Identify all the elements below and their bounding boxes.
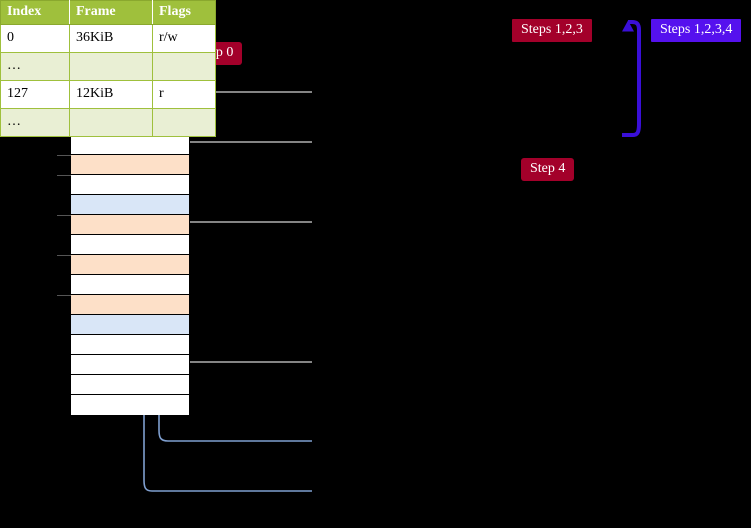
memory-row-tick (57, 295, 71, 296)
table-row[interactable]: 0 36KiB r/w (0, 24, 216, 53)
memory-frame-row (71, 235, 189, 255)
column-header-frame: Frame (69, 0, 153, 25)
wire-l2-row511 (170, 311, 312, 363)
badge-steps-1234: Steps 1,2,3,4 (651, 19, 742, 42)
badge-step-4: Step 4 (521, 158, 575, 181)
memory-frame-row (57, 155, 189, 175)
cell-text: 127 (7, 86, 28, 101)
table-cell: r (152, 80, 216, 109)
column-header-index: Index (0, 0, 70, 25)
memory-frame-row (57, 295, 189, 315)
table-cell: … (0, 52, 70, 81)
table-cell: r/w (152, 24, 216, 53)
memory-frame-row (71, 395, 189, 415)
table-cell: 0 (0, 24, 70, 53)
memory-row-tick (57, 255, 71, 256)
wire-l1-row0 (175, 221, 312, 267)
memory-frame-row (71, 195, 189, 215)
memory-row-tick (57, 215, 71, 216)
table-cell: 127 (0, 80, 70, 109)
memory-frame-row (57, 215, 189, 235)
memory-frame-row (71, 335, 189, 355)
cell-text: … (7, 114, 21, 129)
cell-text: 12KiB (76, 86, 114, 101)
cell-text: r (159, 86, 164, 101)
table-cell (69, 52, 153, 81)
table-cell (152, 108, 216, 137)
table-cell: 36KiB (69, 24, 153, 53)
wire-l0-row511 (175, 141, 312, 167)
memory-frame-row (57, 175, 189, 195)
table-row[interactable]: … (0, 108, 216, 137)
badge-steps-123: Steps 1,2,3 (512, 19, 592, 42)
table-cell: 12KiB (69, 80, 153, 109)
memory-frame-row (71, 355, 189, 375)
table-cell (152, 52, 216, 81)
memory-frame-row (57, 255, 189, 275)
cell-text: 36KiB (76, 30, 114, 45)
memory-row-tick (57, 175, 71, 176)
table-row[interactable]: … (0, 52, 216, 81)
cell-text: … (7, 58, 21, 73)
cell-text: 0 (7, 30, 14, 45)
physical-memory-column (57, 134, 190, 415)
memory-frame-row (71, 275, 189, 295)
arrow-steps-loop (622, 20, 641, 137)
memory-frame-row (57, 135, 189, 155)
memory-row-tick (57, 155, 71, 156)
table-row[interactable]: 127 12KiB r (0, 80, 216, 109)
memory-frame-row (71, 315, 189, 335)
table-cell: … (0, 108, 70, 137)
wire-l3-row127 (137, 209, 312, 492)
column-header-flags: Flags (152, 0, 216, 25)
cell-text: r/w (159, 30, 178, 45)
wire-l3-row0 (152, 327, 312, 442)
memory-frame-row (71, 375, 189, 395)
table-cell (69, 108, 153, 137)
